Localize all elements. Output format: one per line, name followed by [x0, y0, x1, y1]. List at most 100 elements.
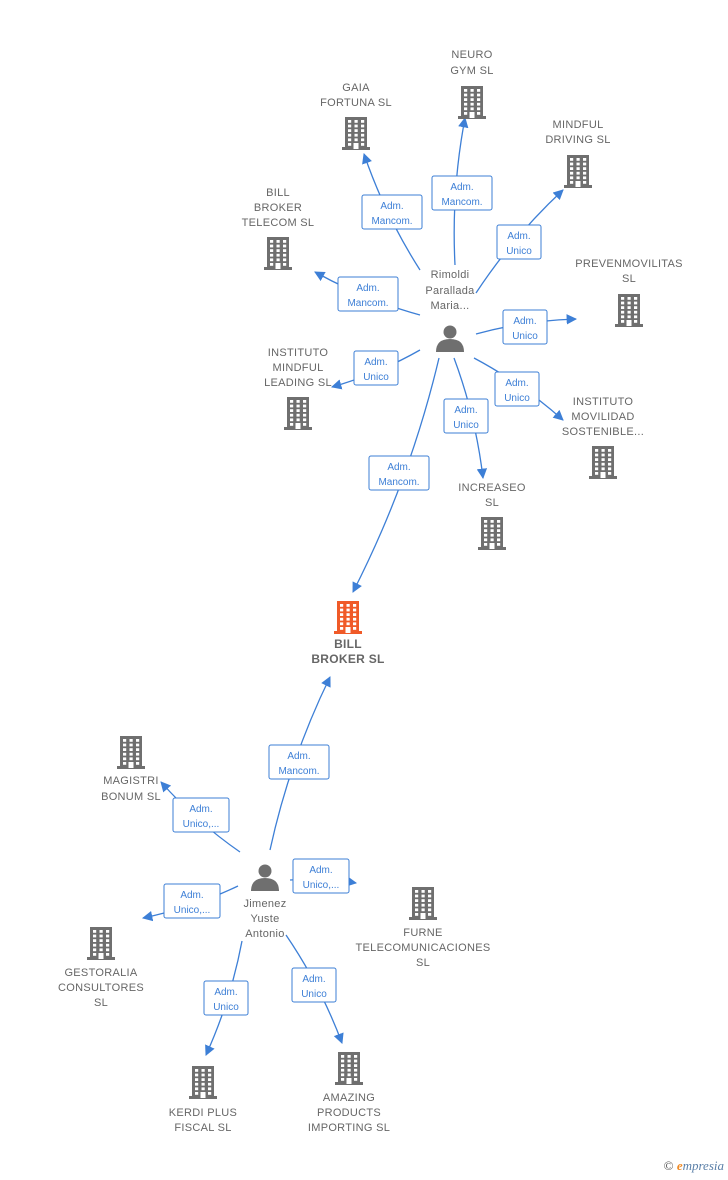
- role-label-text: Unico: [301, 989, 327, 1000]
- role-label-box: [368, 455, 430, 491]
- person-icon: [251, 864, 279, 891]
- role-label-box: [431, 175, 493, 211]
- node-label: BILL: [334, 637, 362, 651]
- role-label[interactable]: Adm. Unico: [353, 350, 399, 386]
- node-magistri[interactable]: MAGISTRI BONUM SL: [101, 736, 161, 803]
- node-label: IMPORTING SL: [308, 1122, 390, 1134]
- role-label[interactable]: Adm.Unico,...: [292, 858, 350, 894]
- role-label[interactable]: Adm.Mancom.: [337, 276, 399, 312]
- role-label-text: Unico: [506, 246, 532, 257]
- building-icon: [409, 887, 437, 920]
- role-label[interactable]: Adm.Unico: [443, 398, 489, 434]
- node-rimoldi[interactable]: RimoldiParalladaMaria...: [425, 269, 475, 352]
- node-label: SL: [622, 273, 636, 285]
- building-icon: [335, 1052, 363, 1085]
- node-label: Rimoldi: [431, 269, 470, 281]
- node-label: BILL: [266, 187, 290, 199]
- person-icon: [436, 325, 464, 352]
- node-label: SOSTENIBLE...: [562, 426, 644, 438]
- role-label-box: [502, 309, 548, 345]
- node-label: MINDFUL: [273, 362, 324, 374]
- copyright-icon: ©: [663, 1158, 674, 1173]
- role-label-text: Unico: [213, 1002, 239, 1013]
- role-label-text: Mancom.: [378, 477, 419, 488]
- node-label: BONUM SL: [101, 791, 161, 803]
- role-label[interactable]: Adm. Mancom.: [268, 744, 330, 780]
- node-label: KERDI PLUS: [169, 1107, 237, 1119]
- role-label-text: Unico,...: [174, 905, 211, 916]
- role-label[interactable]: Adm.Mancom.: [368, 455, 430, 491]
- building-icon: [87, 927, 115, 960]
- role-label[interactable]: Adm. Unico: [496, 224, 542, 260]
- node-label: SL: [94, 997, 108, 1009]
- building-icon: [589, 446, 617, 479]
- role-label-text: Adm.: [287, 751, 310, 762]
- node-label: Jimenez: [243, 898, 286, 910]
- node-furne[interactable]: FURNE TELECOMUNICACIONES SL: [356, 887, 491, 969]
- node-label: Antonio: [245, 928, 284, 940]
- node-label: GYM SL: [450, 65, 493, 77]
- role-label-text: Unico: [504, 393, 530, 404]
- footer-brand[interactable]: © empresia: [664, 1158, 724, 1174]
- role-label-text: Adm.: [507, 231, 530, 242]
- role-label-box: [494, 371, 540, 407]
- node-label: MINDFUL: [553, 119, 604, 131]
- node-label: TELECOM SL: [242, 217, 315, 229]
- role-label-text: Unico: [363, 372, 389, 383]
- role-label-box: [443, 398, 489, 434]
- node-label: Parallada: [425, 285, 475, 297]
- role-label-text: Adm.: [309, 865, 332, 876]
- node-label: MAGISTRI: [103, 775, 159, 787]
- node-label: GAIA: [342, 82, 370, 94]
- node-label: Yuste: [250, 913, 279, 925]
- role-label-text: Unico: [453, 420, 479, 431]
- role-label[interactable]: Adm.Unico: [291, 967, 337, 1003]
- role-label[interactable]: Adm.Mancom.: [431, 175, 493, 211]
- node-label: SL: [416, 957, 430, 969]
- node-label: FURNE: [403, 927, 442, 939]
- building-icon: [284, 397, 312, 430]
- role-label-text: Mancom.: [371, 216, 412, 227]
- role-label[interactable]: Adm. Unico: [494, 371, 540, 407]
- node-label: Maria...: [430, 300, 469, 312]
- role-label-box: [268, 744, 330, 780]
- building-icon: [478, 517, 506, 550]
- building-icon: [458, 86, 486, 119]
- node-label: AMAZING: [323, 1092, 375, 1104]
- node-instituto-movilidad[interactable]: INSTITUTO MOVILIDAD SOSTENIBLE...: [562, 396, 644, 479]
- role-label[interactable]: Adm. Unico,...: [172, 797, 230, 833]
- role-label-text: Adm.: [505, 378, 528, 389]
- role-label-text: Adm.: [189, 804, 212, 815]
- building-icon: [117, 736, 145, 769]
- role-label-text: Mancom.: [278, 766, 319, 777]
- role-label[interactable]: Adm. Unico,...: [163, 883, 221, 919]
- role-label-text: Unico,...: [183, 819, 220, 830]
- role-label[interactable]: Adm.Mancom.: [361, 194, 423, 230]
- role-label-text: Adm.: [180, 890, 203, 901]
- role-label[interactable]: Adm.Unico: [502, 309, 548, 345]
- role-label[interactable]: Adm.Unico: [203, 980, 249, 1016]
- node-label: TELECOMUNICACIONES: [356, 942, 491, 954]
- role-label-box: [361, 194, 423, 230]
- node-label: INSTITUTO: [573, 396, 634, 408]
- node-label: MOVILIDAD: [571, 411, 634, 423]
- building-icon: [189, 1066, 217, 1099]
- building-icon: [564, 155, 592, 188]
- node-label: PREVENMOVILITAS: [575, 258, 683, 270]
- role-label-text: Adm.: [364, 357, 387, 368]
- role-label-box: [163, 883, 221, 919]
- node-prevenmov[interactable]: PREVENMOVILITAS SL: [575, 258, 683, 327]
- role-label-box: [203, 980, 249, 1016]
